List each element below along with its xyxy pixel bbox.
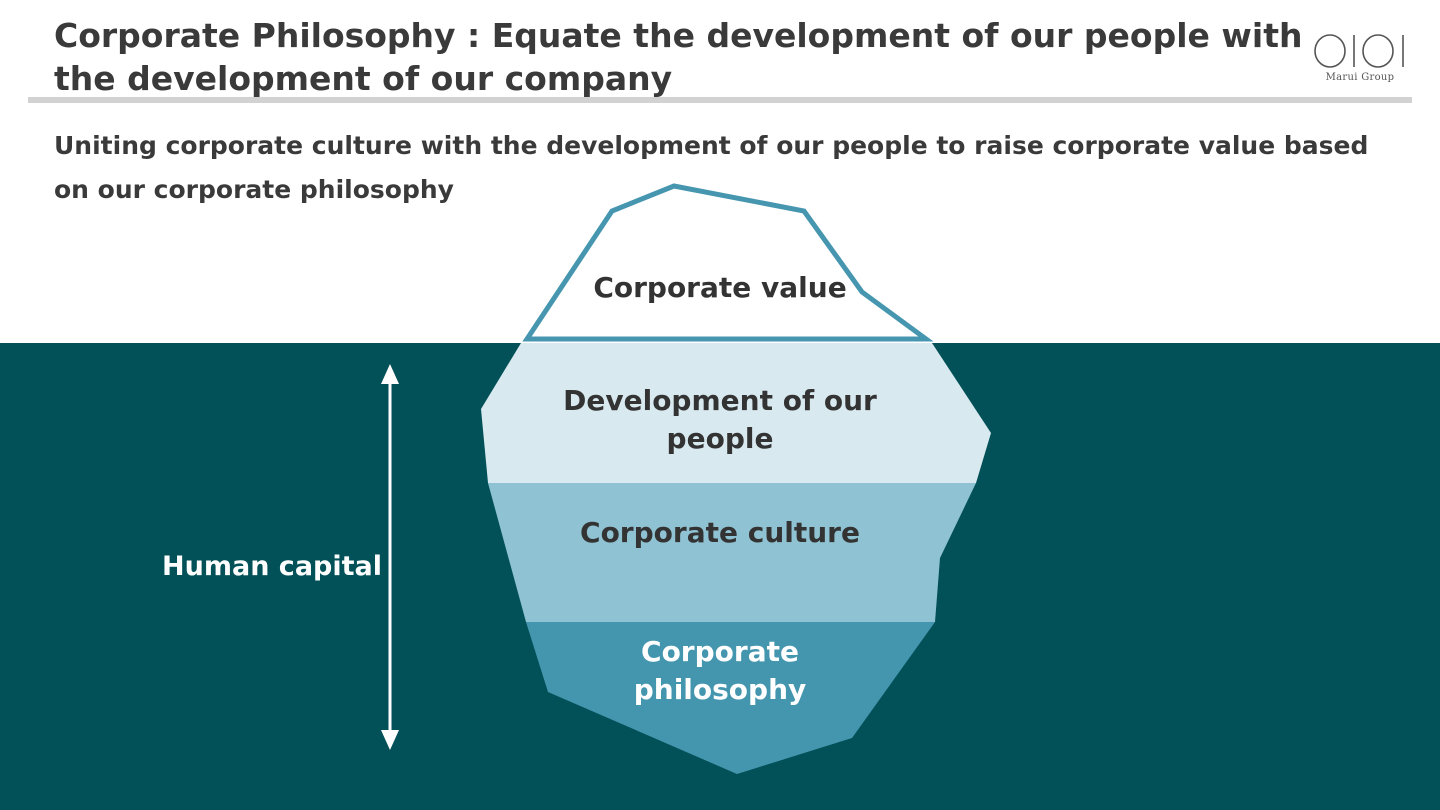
oioi-logo-icon: [1314, 34, 1404, 68]
iceberg-layer-development-of-our-people: [481, 343, 991, 483]
page-title: Corporate Philosophy : Equate the develo…: [54, 14, 1303, 100]
company-logo: Marui Group: [1310, 32, 1410, 88]
logo-text: Marui Group: [1325, 72, 1395, 83]
iceberg-tip-corporate-value: [522, 183, 934, 342]
human-capital-label: Human capital: [162, 551, 382, 582]
development-of-our-people-label: Development of our people: [563, 384, 877, 455]
subtitle: Uniting corporate culture with the devel…: [54, 131, 1369, 204]
corporate-philosophy-label: Corporate philosophy: [633, 635, 807, 706]
corporate-value-label: Corporate value: [593, 271, 847, 304]
page-title-line-1: Corporate Philosophy : Equate the develo…: [54, 16, 1303, 55]
header-divider: [28, 97, 1412, 103]
corporate-culture-label: Corporate culture: [580, 516, 860, 549]
page-title-line-2: the development of our company: [54, 59, 673, 98]
iceberg-layer-corporate-philosophy: [526, 622, 935, 774]
double-headed-arrow-icon: [381, 364, 399, 750]
iceberg-layer-corporate-culture: [488, 483, 976, 622]
